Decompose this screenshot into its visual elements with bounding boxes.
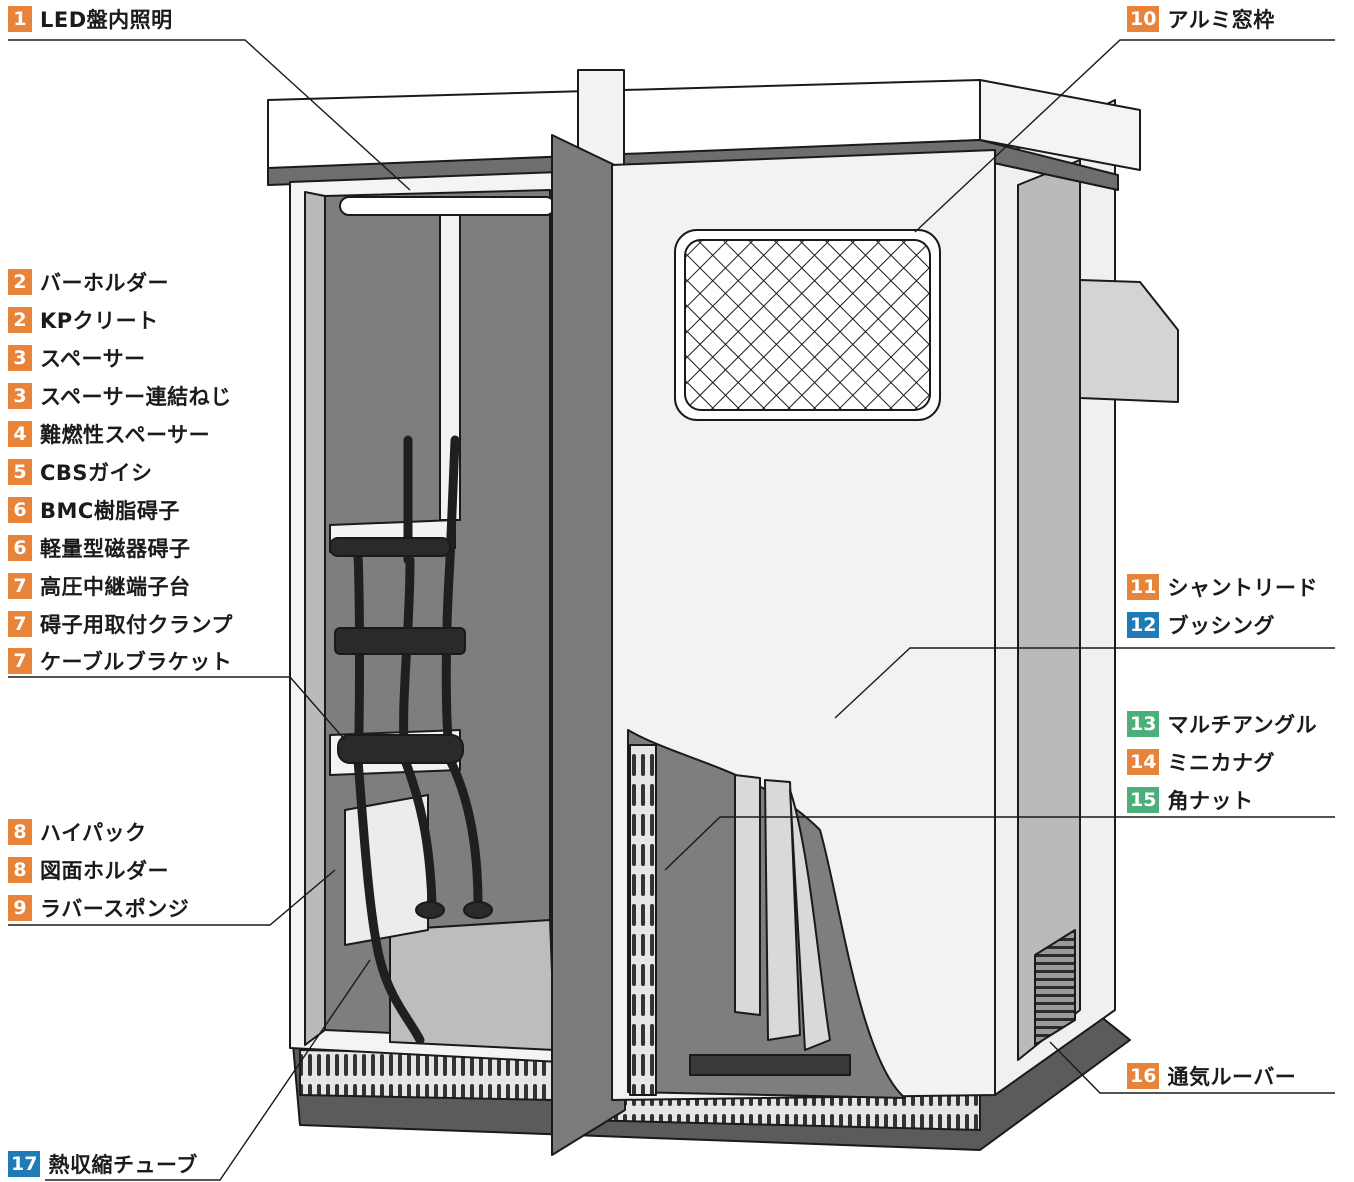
left-interior-side [304,191,326,1046]
label-3-spacer-screw: 3 スペーサー連結ねじ [8,382,232,410]
label-number: 15 [1127,787,1160,813]
label-number: 8 [8,857,32,883]
label-1-led-light: 1 LED盤内照明 [8,5,173,33]
label-2-bar-holder: 2 バーホルダー [8,268,169,296]
label-6-bmc-insulator: 6 BMC樹脂碍子 [8,496,180,524]
label-number: 3 [8,345,32,371]
label-number: 3 [8,383,32,409]
label-text: スペーサー連結ねじ [40,385,232,409]
label-number: 6 [8,535,32,561]
drawing-holder [344,794,429,946]
insulators [329,537,493,919]
label-text: ブッシング [1167,614,1275,638]
label-number: 7 [8,573,32,599]
label-text: ケーブルブラケット [40,650,233,674]
label-number: 14 [1127,749,1160,775]
label-7-cable-bracket: 7 ケーブルブラケット [8,647,232,675]
label-number: 13 [1127,711,1160,737]
label-number: 7 [8,648,32,674]
label-number: 2 [8,307,32,333]
label-number: 17 [8,1151,41,1177]
label-3-spacer: 3 スペーサー [8,344,146,372]
label-text: 図面ホルダー [40,859,169,883]
label-8-hipack: 8 ハイパック [8,818,147,846]
duct-box [1079,279,1179,403]
label-2-kp-cleat: 2 KPクリート [8,306,159,334]
side-wall-panel [1017,159,1081,1061]
label-text: ハイパック [40,821,147,845]
label-text: アルミ窓枠 [1167,8,1275,32]
roof-side [979,79,1141,171]
label-text: ラバースポンジ [40,897,190,921]
label-11-shunt-lead: 11 シャントリード [1127,573,1318,601]
multi-angle-rail [629,744,657,1096]
label-text: マルチアングル [1167,713,1318,737]
label-number: 9 [8,895,32,921]
label-9-rubber-sponge: 9 ラバースポンジ [8,894,189,922]
label-number: 12 [1127,612,1160,638]
label-14-mini-kanagu: 14 ミニカナグ [1127,748,1275,776]
label-text: 高圧中継端子台 [40,575,191,599]
label-number: 2 [8,269,32,295]
label-text: 軽量型磁器碍子 [40,537,191,561]
label-text: ミニカナグ [1167,751,1275,775]
label-16-vent-louver: 16 通気ルーバー [1127,1062,1296,1090]
label-text: 角ナット [1167,789,1254,813]
label-number: 6 [8,497,32,523]
label-number: 10 [1127,6,1160,32]
open-door [551,134,626,1156]
label-number: 11 [1127,574,1160,600]
label-12-bushing: 12 ブッシング [1127,611,1275,639]
label-text: スペーサー [40,347,146,371]
label-text: シャントリード [1167,576,1318,600]
label-number: 4 [8,421,32,447]
label-number: 7 [8,611,32,637]
label-text: BMC樹脂碍子 [40,499,180,523]
leader-lines [8,39,1335,1181]
label-text: CBSガイシ [40,461,153,485]
label-text: バーホルダー [40,271,169,295]
label-text: KPクリート [40,309,159,333]
label-number: 16 [1127,1063,1160,1089]
label-number: 1 [8,6,32,32]
side-louver [1034,929,1076,1046]
label-4-flame-spacer: 4 難燃性スペーサー [8,420,210,448]
label-5-cbs-insulator: 5 CBSガイシ [8,458,153,486]
cabinet-body [267,69,1179,1156]
label-15-square-nut: 15 角ナット [1127,786,1253,814]
label-text: 熱収縮チューブ [48,1153,198,1177]
label-number: 5 [8,459,32,485]
label-17-heat-shrink-tube: 17 熱収縮チューブ [8,1150,198,1178]
label-text: 難燃性スペーサー [40,423,211,447]
label-text: LED盤内照明 [40,8,173,32]
label-10-aluminum-window-frame: 10 アルミ窓枠 [1127,5,1275,33]
shunt-leads [734,774,831,1051]
label-13-multi-angle: 13 マルチアングル [1127,710,1317,738]
label-text: 通気ルーバー [1167,1065,1297,1089]
label-6-porcelain-insulator: 6 軽量型磁器碍子 [8,534,191,562]
label-number: 8 [8,819,32,845]
led-light-bar [339,196,556,216]
label-8-drawing-holder: 8 図面ホルダー [8,856,169,884]
label-text: 碍子用取付クランプ [40,613,233,637]
busbar-bushings [689,1054,851,1076]
label-7-insulator-clamp: 7 碍子用取付クランプ [8,610,233,638]
label-7-terminal-block: 7 高圧中継端子台 [8,572,191,600]
window-mesh [684,239,931,411]
